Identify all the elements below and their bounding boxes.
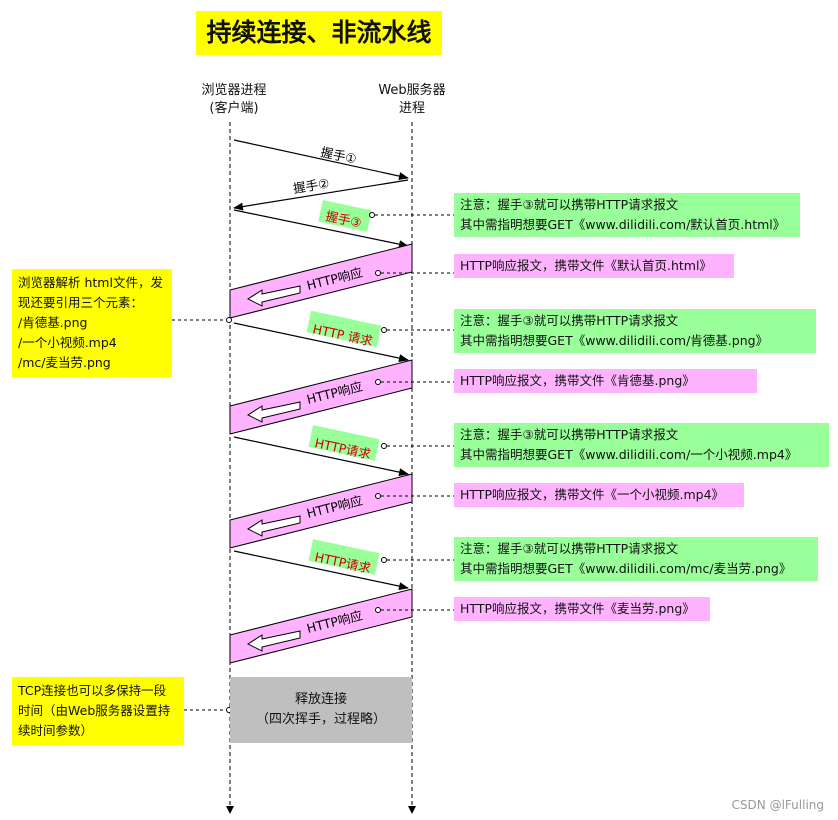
- handshake1-arrow: [233, 139, 409, 180]
- response-note-3: HTTP响应报文，携带文件《一个小视频.mp4》: [454, 483, 744, 507]
- browser-note-dot: [226, 317, 232, 323]
- server-process-label: Web服务器 进程: [360, 82, 464, 118]
- handshake3-label: 握手③: [324, 208, 363, 230]
- browser-parse-note-line5: /mc/麦当劳.png: [18, 355, 111, 370]
- browser-parse-note: 浏览器解析 html文件，发 现还要引用三个元素： /肯德基.png /一个小视…: [12, 269, 172, 377]
- request1-note-dot: [381, 327, 387, 333]
- handshake2-arrow: [233, 179, 409, 211]
- request-note-4: 注意：握手③就可以携带HTTP请求报文 其中需指明想要GET《www.dilid…: [454, 537, 818, 581]
- handshake3-label-bg: [318, 200, 372, 232]
- request-note-4-line2: 其中需指明想要GET《www.dilidili.com/mc/麦当劳.png》: [460, 561, 792, 576]
- request2-note-dot: [381, 443, 387, 449]
- handshake1-label: 握手①: [319, 144, 358, 166]
- response2-inner-arrow: [246, 401, 301, 423]
- request-note-2-line2: 其中需指明想要GET《www.dilidili.com/肯德基.png》: [460, 333, 769, 348]
- request1-label-bg: [306, 310, 382, 348]
- response4-band: [229, 588, 413, 664]
- handshake2-label: 握手②: [292, 175, 330, 195]
- browser-label-line2: (客户端): [209, 101, 259, 116]
- server-label-line1: Web服务器: [378, 83, 446, 98]
- response-note-4: HTTP响应报文，携带文件《麦当劳.png》: [454, 597, 710, 621]
- handshake3-arrow: [233, 209, 409, 249]
- request2-arrow: [233, 436, 409, 477]
- response4-note-dot: [375, 607, 381, 613]
- release-line1: 释放连接: [294, 692, 347, 707]
- release-connection-box: 释放连接 （四次挥手，过程略）: [230, 677, 412, 743]
- request-note-2: 注意：握手③就可以携带HTTP请求报文 其中需指明想要GET《www.dilid…: [454, 309, 816, 353]
- response-note-2: HTTP响应报文，携带文件《肯德基.png》: [454, 369, 757, 393]
- browser-label-line1: 浏览器进程: [201, 83, 267, 98]
- request-note-1-line2: 其中需指明想要GET《www.dilidili.com/默认首页.html》: [460, 217, 786, 232]
- response3-band: [229, 473, 413, 549]
- browser-parse-note-line2: 现还要引用三个元素：: [18, 295, 144, 310]
- browser-process-label: 浏览器进程 (客户端): [182, 82, 286, 118]
- request2-label-bg: [308, 425, 380, 461]
- response1-inner-arrow: [246, 285, 301, 307]
- request-note-3: 注意：握手③就可以携带HTTP请求报文 其中需指明想要GET《www.dilid…: [454, 423, 829, 467]
- response1-note-dot: [375, 270, 381, 276]
- browser-parse-note-line4: /一个小视频.mp4: [18, 335, 117, 350]
- response2-band: [229, 359, 413, 435]
- response3-inner-arrow: [246, 515, 301, 537]
- response4-inner-arrow: [246, 630, 301, 652]
- csdn-watermark: CSDN @lFulling: [731, 798, 824, 812]
- request-note-1: 注意：握手③就可以携带HTTP请求报文 其中需指明想要GET《www.dilid…: [454, 193, 800, 237]
- tcp-note-line2: 时间（由Web服务器设置持: [18, 703, 171, 718]
- request-note-1-line1: 注意：握手③就可以携带HTTP请求报文: [460, 197, 679, 212]
- browser-parse-note-line3: /肯德基.png: [18, 315, 88, 330]
- handshake3-note-dot: [369, 212, 375, 218]
- server-label-line2: 进程: [398, 101, 425, 116]
- release-line2: （四次挥手，过程略）: [255, 712, 386, 727]
- tcp-note-line3: 续时间参数）: [18, 723, 94, 738]
- response3-note-dot: [375, 493, 381, 499]
- request1-arrow: [233, 322, 409, 363]
- diagram-title: 持续连接、非流水线: [196, 11, 442, 55]
- request-note-2-line1: 注意：握手③就可以携带HTTP请求报文: [460, 313, 679, 328]
- browser-parse-note-line1: 浏览器解析 html文件，发: [18, 275, 163, 290]
- request3-arrow: [233, 550, 409, 591]
- tcp-note-line1: TCP连接也可以多保持一段: [18, 683, 167, 698]
- request-note-3-line2: 其中需指明想要GET《www.dilidili.com/一个小视频.mp4》: [460, 447, 798, 462]
- response-note-1: HTTP响应报文，携带文件《默认首页.html》: [454, 254, 734, 278]
- browser-lifeline-end-arrow: [226, 806, 234, 814]
- tcp-keepalive-note: TCP连接也可以多保持一段 时间（由Web服务器设置持 续时间参数）: [12, 677, 184, 745]
- response2-note-dot: [375, 379, 381, 385]
- server-lifeline-end-arrow: [408, 806, 416, 814]
- request3-note-dot: [381, 557, 387, 563]
- request-note-4-line1: 注意：握手③就可以携带HTTP请求报文: [460, 541, 679, 556]
- request3-label-bg: [308, 539, 380, 575]
- request-note-3-line1: 注意：握手③就可以携带HTTP请求报文: [460, 427, 679, 442]
